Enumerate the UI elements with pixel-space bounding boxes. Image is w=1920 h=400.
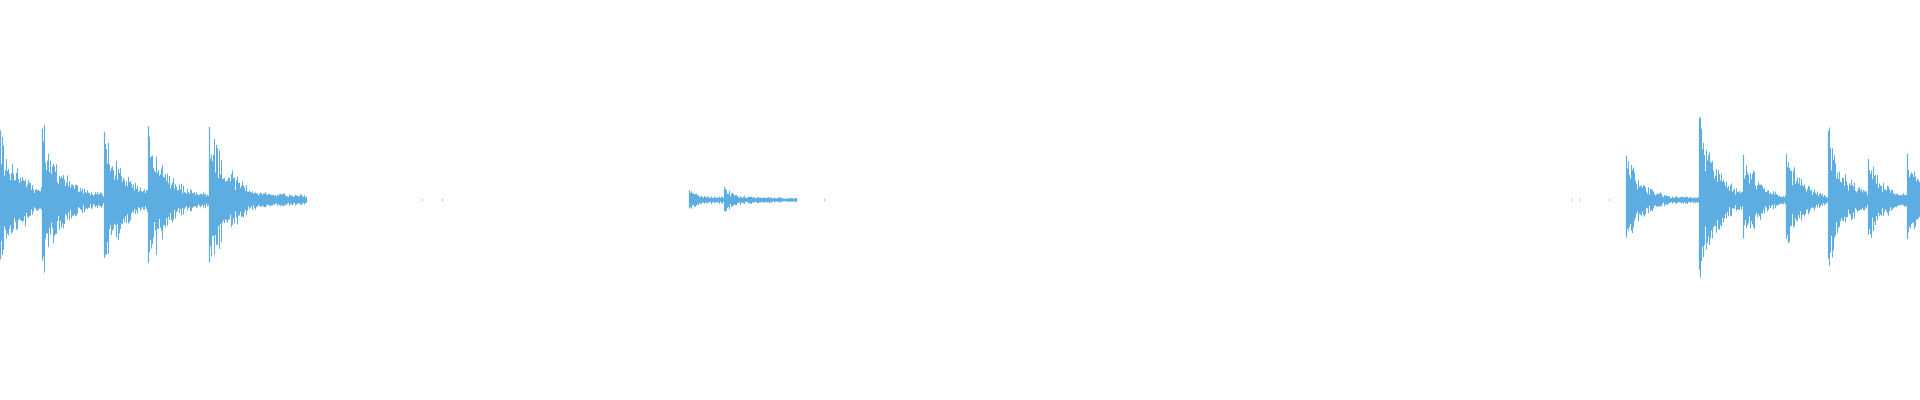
waveform-segment-2 [688,186,797,212]
waveform-segment-3 [1625,117,1920,278]
waveform-path [689,189,797,212]
waveform-path [0,124,307,273]
waveform-segment-1 [0,124,307,273]
waveform-path [1626,117,1920,278]
